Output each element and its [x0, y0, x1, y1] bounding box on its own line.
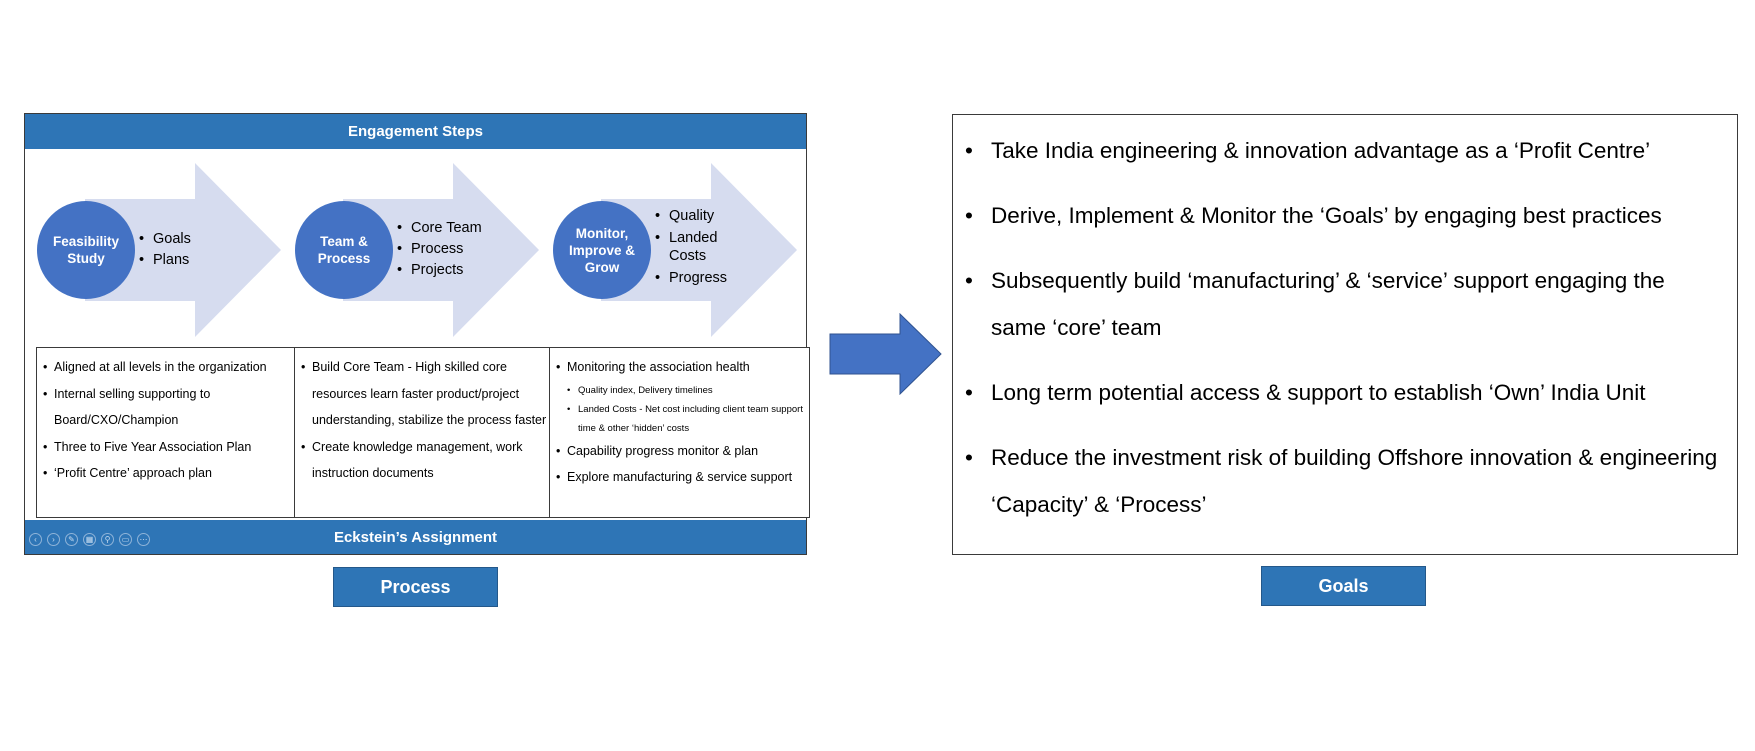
connector-arrow [829, 312, 942, 400]
detail-subitem: Landed Costs - Net cost including client… [556, 400, 803, 438]
detail-item: Three to Five Year Association Plan [43, 434, 289, 461]
step-3-bullet: Landed Costs [655, 229, 735, 265]
detail-item: Explore manufacturing & service support [556, 464, 803, 491]
detail-box-feasibility: Aligned at all levels in the organizatio… [36, 347, 296, 518]
step-2-bullet: Core Team [397, 218, 482, 239]
slideshow-toolbar: ‹ › ✎ ▦ ⚲ ▭ ⋯ [29, 533, 150, 546]
goals-panel: Take India engineering & innovation adva… [952, 114, 1738, 555]
prev-icon[interactable]: ‹ [29, 533, 42, 546]
process-caption: Process [333, 567, 498, 607]
step-circle-monitor-improve-grow: Monitor, Improve & Grow [553, 201, 651, 299]
step-2-bullet: Projects [397, 260, 482, 281]
detail-item: Monitoring the association health [556, 354, 803, 381]
detail-item: Aligned at all levels in the organizatio… [43, 354, 289, 381]
step-1-bullet: Goals [139, 229, 191, 250]
next-icon[interactable]: › [47, 533, 60, 546]
slides-icon[interactable]: ▦ [83, 533, 96, 546]
detail-item: Create knowledge management, work instru… [301, 434, 547, 487]
engagement-steps-header: Engagement Steps [25, 114, 806, 149]
detail-item: ‘Profit Centre’ approach plan [43, 460, 289, 487]
goal-item: Reduce the investment risk of building O… [965, 434, 1725, 528]
detail-subitem: Quality index, Delivery timelines [556, 381, 803, 400]
assignment-footer: Eckstein’s Assignment [25, 520, 806, 554]
goals-caption: Goals [1261, 566, 1426, 606]
step-circle-team-process: Team & Process [295, 201, 393, 299]
subtitles-icon[interactable]: ▭ [119, 533, 132, 546]
detail-box-team-process: Build Core Team - High skilled core reso… [294, 347, 554, 518]
step-circle-feasibility-study: Feasibility Study [37, 201, 135, 299]
zoom-icon[interactable]: ⚲ [101, 533, 114, 546]
step-3-bullets: Quality Landed Costs Progress [655, 207, 735, 287]
step-3-bullet: Progress [655, 269, 735, 287]
step-2-bullet: Process [397, 239, 482, 260]
detail-item: Capability progress monitor & plan [556, 438, 803, 465]
detail-item: Build Core Team - High skilled core reso… [301, 354, 547, 434]
step-1-bullets: Goals Plans [139, 229, 191, 271]
step-2-bullets: Core Team Process Projects [397, 218, 482, 281]
goal-item: Long term potential access & support to … [965, 369, 1725, 416]
pen-icon[interactable]: ✎ [65, 533, 78, 546]
more-icon[interactable]: ⋯ [137, 533, 150, 546]
goal-item: Derive, Implement & Monitor the ‘Goals’ … [965, 192, 1725, 239]
process-slide: Engagement Steps Feasibility Study Goals… [24, 113, 810, 555]
step-3-bullet: Quality [655, 207, 735, 225]
step-1-bullet: Plans [139, 250, 191, 271]
goal-item: Subsequently build ‘manufacturing’ & ‘se… [965, 257, 1725, 351]
goal-item: Take India engineering & innovation adva… [965, 127, 1725, 174]
detail-box-monitor: Monitoring the association health Qualit… [549, 347, 810, 518]
detail-item: Internal selling supporting to Board/CXO… [43, 381, 289, 434]
